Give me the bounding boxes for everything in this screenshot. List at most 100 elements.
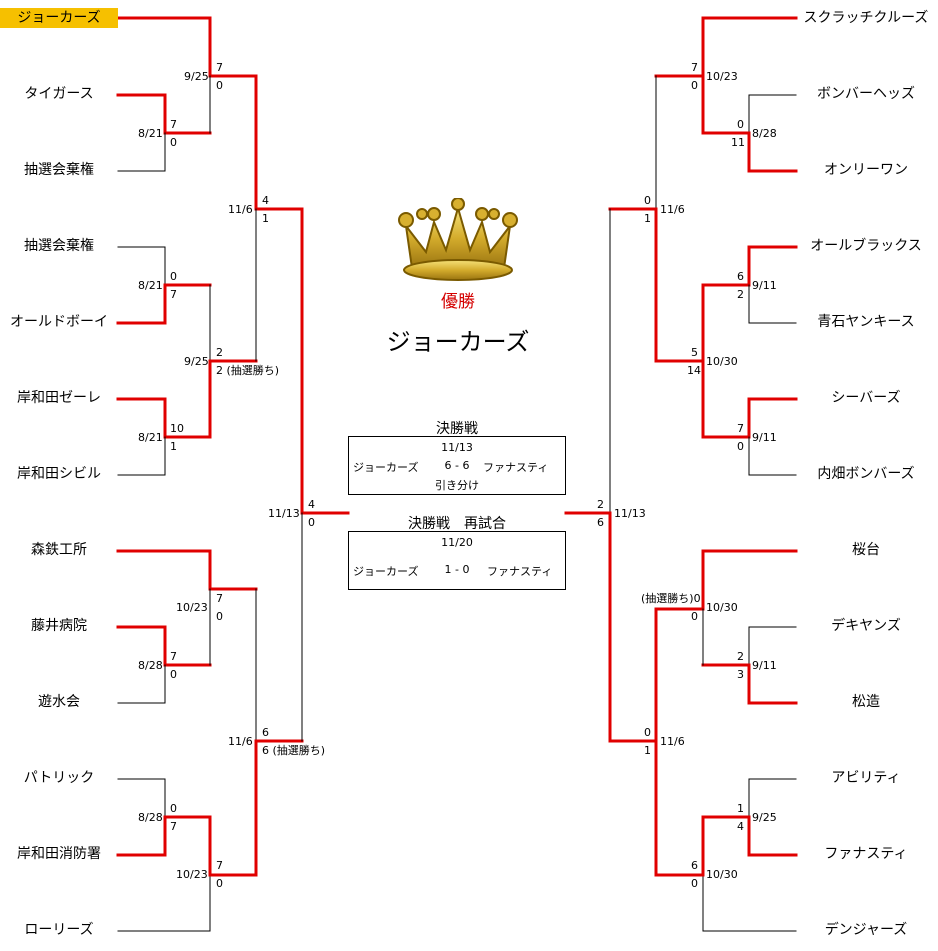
team-right-1: スクラッチクルーズ bbox=[803, 10, 929, 26]
score-label: 2 bbox=[597, 498, 604, 511]
score-label: 0 bbox=[691, 610, 698, 623]
team-left-4: 抽選会棄権 bbox=[24, 238, 94, 254]
replay-box: 11/20 ジョーカーズ 1 - 0 ファナスティ bbox=[348, 531, 566, 590]
score-label: 0 bbox=[691, 79, 698, 92]
team-left-1: ジョーカーズ bbox=[0, 8, 118, 28]
team-right-5: 青石ヤンキース bbox=[817, 314, 915, 330]
team-left-5: オールドボーイ bbox=[10, 314, 108, 330]
date-label: 11/13 bbox=[268, 507, 300, 520]
score-label: 14 bbox=[687, 364, 701, 377]
date-label: 10/30 bbox=[706, 868, 738, 881]
date-label: 8/21 bbox=[138, 127, 163, 140]
score-label: 7 bbox=[170, 820, 177, 833]
team-right-9: デキヤンズ bbox=[831, 618, 901, 634]
score-label: 2 bbox=[737, 288, 744, 301]
replay-team2: ファナスティ bbox=[487, 565, 553, 578]
date-label: 10/23 bbox=[706, 70, 738, 83]
team-left-7: 岸和田シビル bbox=[17, 466, 101, 482]
score-label: 6 bbox=[262, 726, 269, 739]
score-label: 1 bbox=[644, 744, 651, 757]
champion-title: 優勝 bbox=[441, 292, 475, 312]
score-label: 0 bbox=[216, 610, 223, 623]
score-label: 6 bbox=[691, 859, 698, 872]
team-left-9: 藤井病院 bbox=[31, 618, 87, 634]
date-label: 10/23 bbox=[176, 868, 208, 881]
date-label: 9/25 bbox=[752, 811, 777, 824]
team-left-11: パトリック bbox=[23, 770, 95, 786]
score-label: 2 (抽選勝ち) bbox=[216, 364, 280, 377]
team-right-2: ボンバーヘッズ bbox=[817, 86, 915, 102]
date-label: 10/23 bbox=[176, 601, 208, 614]
score-label: 7 bbox=[216, 61, 223, 74]
date-label: 10/30 bbox=[706, 601, 738, 614]
champion-name: ジョーカーズ bbox=[386, 328, 530, 356]
team-left-12: 岸和田消防署 bbox=[17, 846, 101, 862]
team-right-12: ファナスティ bbox=[824, 846, 908, 862]
score-label: 5 bbox=[691, 346, 698, 359]
score-label: 7 bbox=[170, 288, 177, 301]
score-label: 0 bbox=[170, 136, 177, 149]
score-label: 1 bbox=[262, 212, 269, 225]
replay-team1: ジョーカーズ bbox=[353, 565, 419, 578]
score-label: 0 bbox=[216, 877, 223, 890]
date-label: 11/6 bbox=[228, 203, 253, 216]
score-label: 7 bbox=[737, 422, 744, 435]
score-label: 6 (抽選勝ち) bbox=[262, 744, 326, 757]
final-result: 引き分け bbox=[435, 479, 479, 492]
team-left-6: 岸和田ゼーレ bbox=[17, 390, 101, 406]
team-right-3: オンリーワン bbox=[824, 162, 908, 178]
score-label: 0 bbox=[644, 726, 651, 739]
team-right-13: デンジャーズ bbox=[824, 922, 908, 938]
score-label: 0 bbox=[644, 194, 651, 207]
date-label: 11/13 bbox=[614, 507, 646, 520]
team-left-13: ローリーズ bbox=[24, 922, 94, 938]
final-box: 11/13 ジョーカーズ 6 - 6 ファナスティ 引き分け bbox=[348, 436, 566, 495]
team-right-6: シーバーズ bbox=[831, 390, 901, 406]
date-label: 9/25 bbox=[184, 70, 209, 83]
team-right-7: 内畑ボンバーズ bbox=[817, 466, 915, 482]
score-label: 1 bbox=[644, 212, 651, 225]
score-label: 4 bbox=[308, 498, 315, 511]
date-label: 11/6 bbox=[660, 735, 685, 748]
team-left-2: タイガース bbox=[24, 86, 94, 102]
score-label: 7 bbox=[216, 592, 223, 605]
team-left-10: 遊水会 bbox=[38, 694, 80, 710]
final-heading: 決勝戦 bbox=[436, 421, 478, 437]
score-label: 4 bbox=[262, 194, 269, 207]
score-label: 7 bbox=[216, 859, 223, 872]
final-score: 6 - 6 bbox=[444, 459, 470, 472]
date-label: 8/21 bbox=[138, 431, 163, 444]
score-label: 7 bbox=[170, 650, 177, 663]
score-label: 2 bbox=[216, 346, 223, 359]
replay-heading: 決勝戦 再試合 bbox=[408, 516, 506, 532]
date-label: 8/28 bbox=[138, 659, 163, 672]
score-label: 0 bbox=[737, 440, 744, 453]
score-label: 4 bbox=[737, 820, 744, 833]
score-label: 0 bbox=[170, 270, 177, 283]
score-label: 3 bbox=[737, 668, 744, 681]
date-label: 8/28 bbox=[752, 127, 777, 140]
score-label: (抽選勝ち)0 bbox=[641, 592, 701, 605]
score-label: 7 bbox=[691, 61, 698, 74]
team-left-3: 抽選会棄権 bbox=[24, 162, 94, 178]
final-date: 11/13 bbox=[441, 441, 473, 454]
replay-score: 1 - 0 bbox=[444, 563, 470, 576]
final-team2: ファナスティ bbox=[483, 461, 549, 474]
date-label: 11/6 bbox=[660, 203, 685, 216]
team-left-8: 森鉄工所 bbox=[31, 542, 87, 558]
date-label: 8/21 bbox=[138, 279, 163, 292]
score-label: 11 bbox=[731, 136, 745, 149]
score-label: 2 bbox=[737, 650, 744, 663]
score-label: 7 bbox=[170, 118, 177, 131]
date-label: 11/6 bbox=[228, 735, 253, 748]
score-label: 0 bbox=[737, 118, 744, 131]
team-right-11: アビリティ bbox=[831, 770, 901, 786]
score-label: 6 bbox=[737, 270, 744, 283]
score-label: 0 bbox=[308, 516, 315, 529]
date-label: 8/28 bbox=[138, 811, 163, 824]
date-label: 10/30 bbox=[706, 355, 738, 368]
team-right-8: 桜台 bbox=[852, 542, 880, 558]
crown-icon bbox=[398, 198, 518, 281]
score-label: 0 bbox=[170, 802, 177, 815]
